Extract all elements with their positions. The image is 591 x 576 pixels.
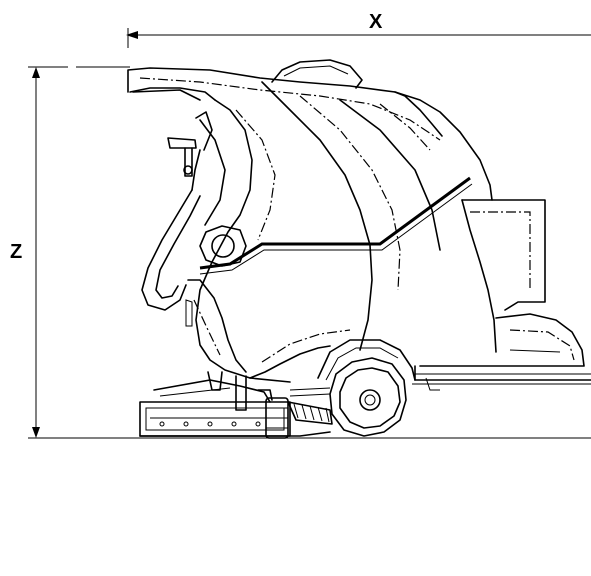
canopy-hidden-line <box>139 77 441 141</box>
chassis-step <box>425 377 440 391</box>
lower-body-hidden <box>261 329 351 363</box>
front-side-bracket <box>185 299 193 327</box>
deck-floor-contact <box>139 431 331 437</box>
hose-upper <box>191 149 201 191</box>
waist-band-lower <box>199 183 473 275</box>
floor-scrubber-machine <box>127 59 591 439</box>
z-dimension: Z <box>10 66 591 439</box>
z-arrow-top <box>32 67 40 78</box>
canopy-top-outline <box>127 67 493 201</box>
front-body-lower <box>187 279 247 373</box>
front-lever <box>132 89 201 101</box>
z-dimension-label: Z <box>10 241 22 263</box>
wheel-arch-inner <box>325 347 399 381</box>
chassis-rail <box>289 387 331 397</box>
z-arrow-bottom <box>32 427 40 438</box>
rear-box-hidden <box>470 211 531 290</box>
center-curve-2 <box>339 99 441 251</box>
body-shell-inner <box>199 119 226 226</box>
rear-box-side <box>461 199 497 353</box>
rear-top-panel <box>394 91 443 137</box>
x-dimension: X <box>126 11 591 48</box>
rear-skirt <box>419 313 585 367</box>
rear-skirt-line <box>509 349 561 353</box>
hose-loop-inner <box>155 195 201 299</box>
lower-body-curve <box>249 345 331 379</box>
wheel-arch <box>317 339 416 381</box>
front-caster-wheel <box>257 389 289 439</box>
center-curve-1 <box>261 81 373 351</box>
rear-wheel <box>329 357 407 437</box>
hose-loop-outer <box>141 189 193 311</box>
rear-top-hidden <box>379 103 431 151</box>
rear-box <box>461 199 546 311</box>
top-dome <box>271 59 363 89</box>
center-curve-hidden <box>299 95 401 291</box>
x-arrow-head <box>126 31 138 39</box>
squeegee-blade <box>287 401 333 425</box>
control-handle <box>167 111 213 177</box>
body-shell-outer <box>195 99 291 383</box>
body-shell-hidden <box>235 109 276 241</box>
top-dome-detail <box>283 65 349 77</box>
waist-band <box>199 176 471 270</box>
brush-deck <box>139 371 291 437</box>
canopy-lower-outline <box>129 87 216 101</box>
rear-skirt-hidden <box>509 329 575 361</box>
chassis-base <box>414 365 591 381</box>
tank-cap <box>199 225 247 267</box>
x-dimension-label: X <box>369 11 383 33</box>
